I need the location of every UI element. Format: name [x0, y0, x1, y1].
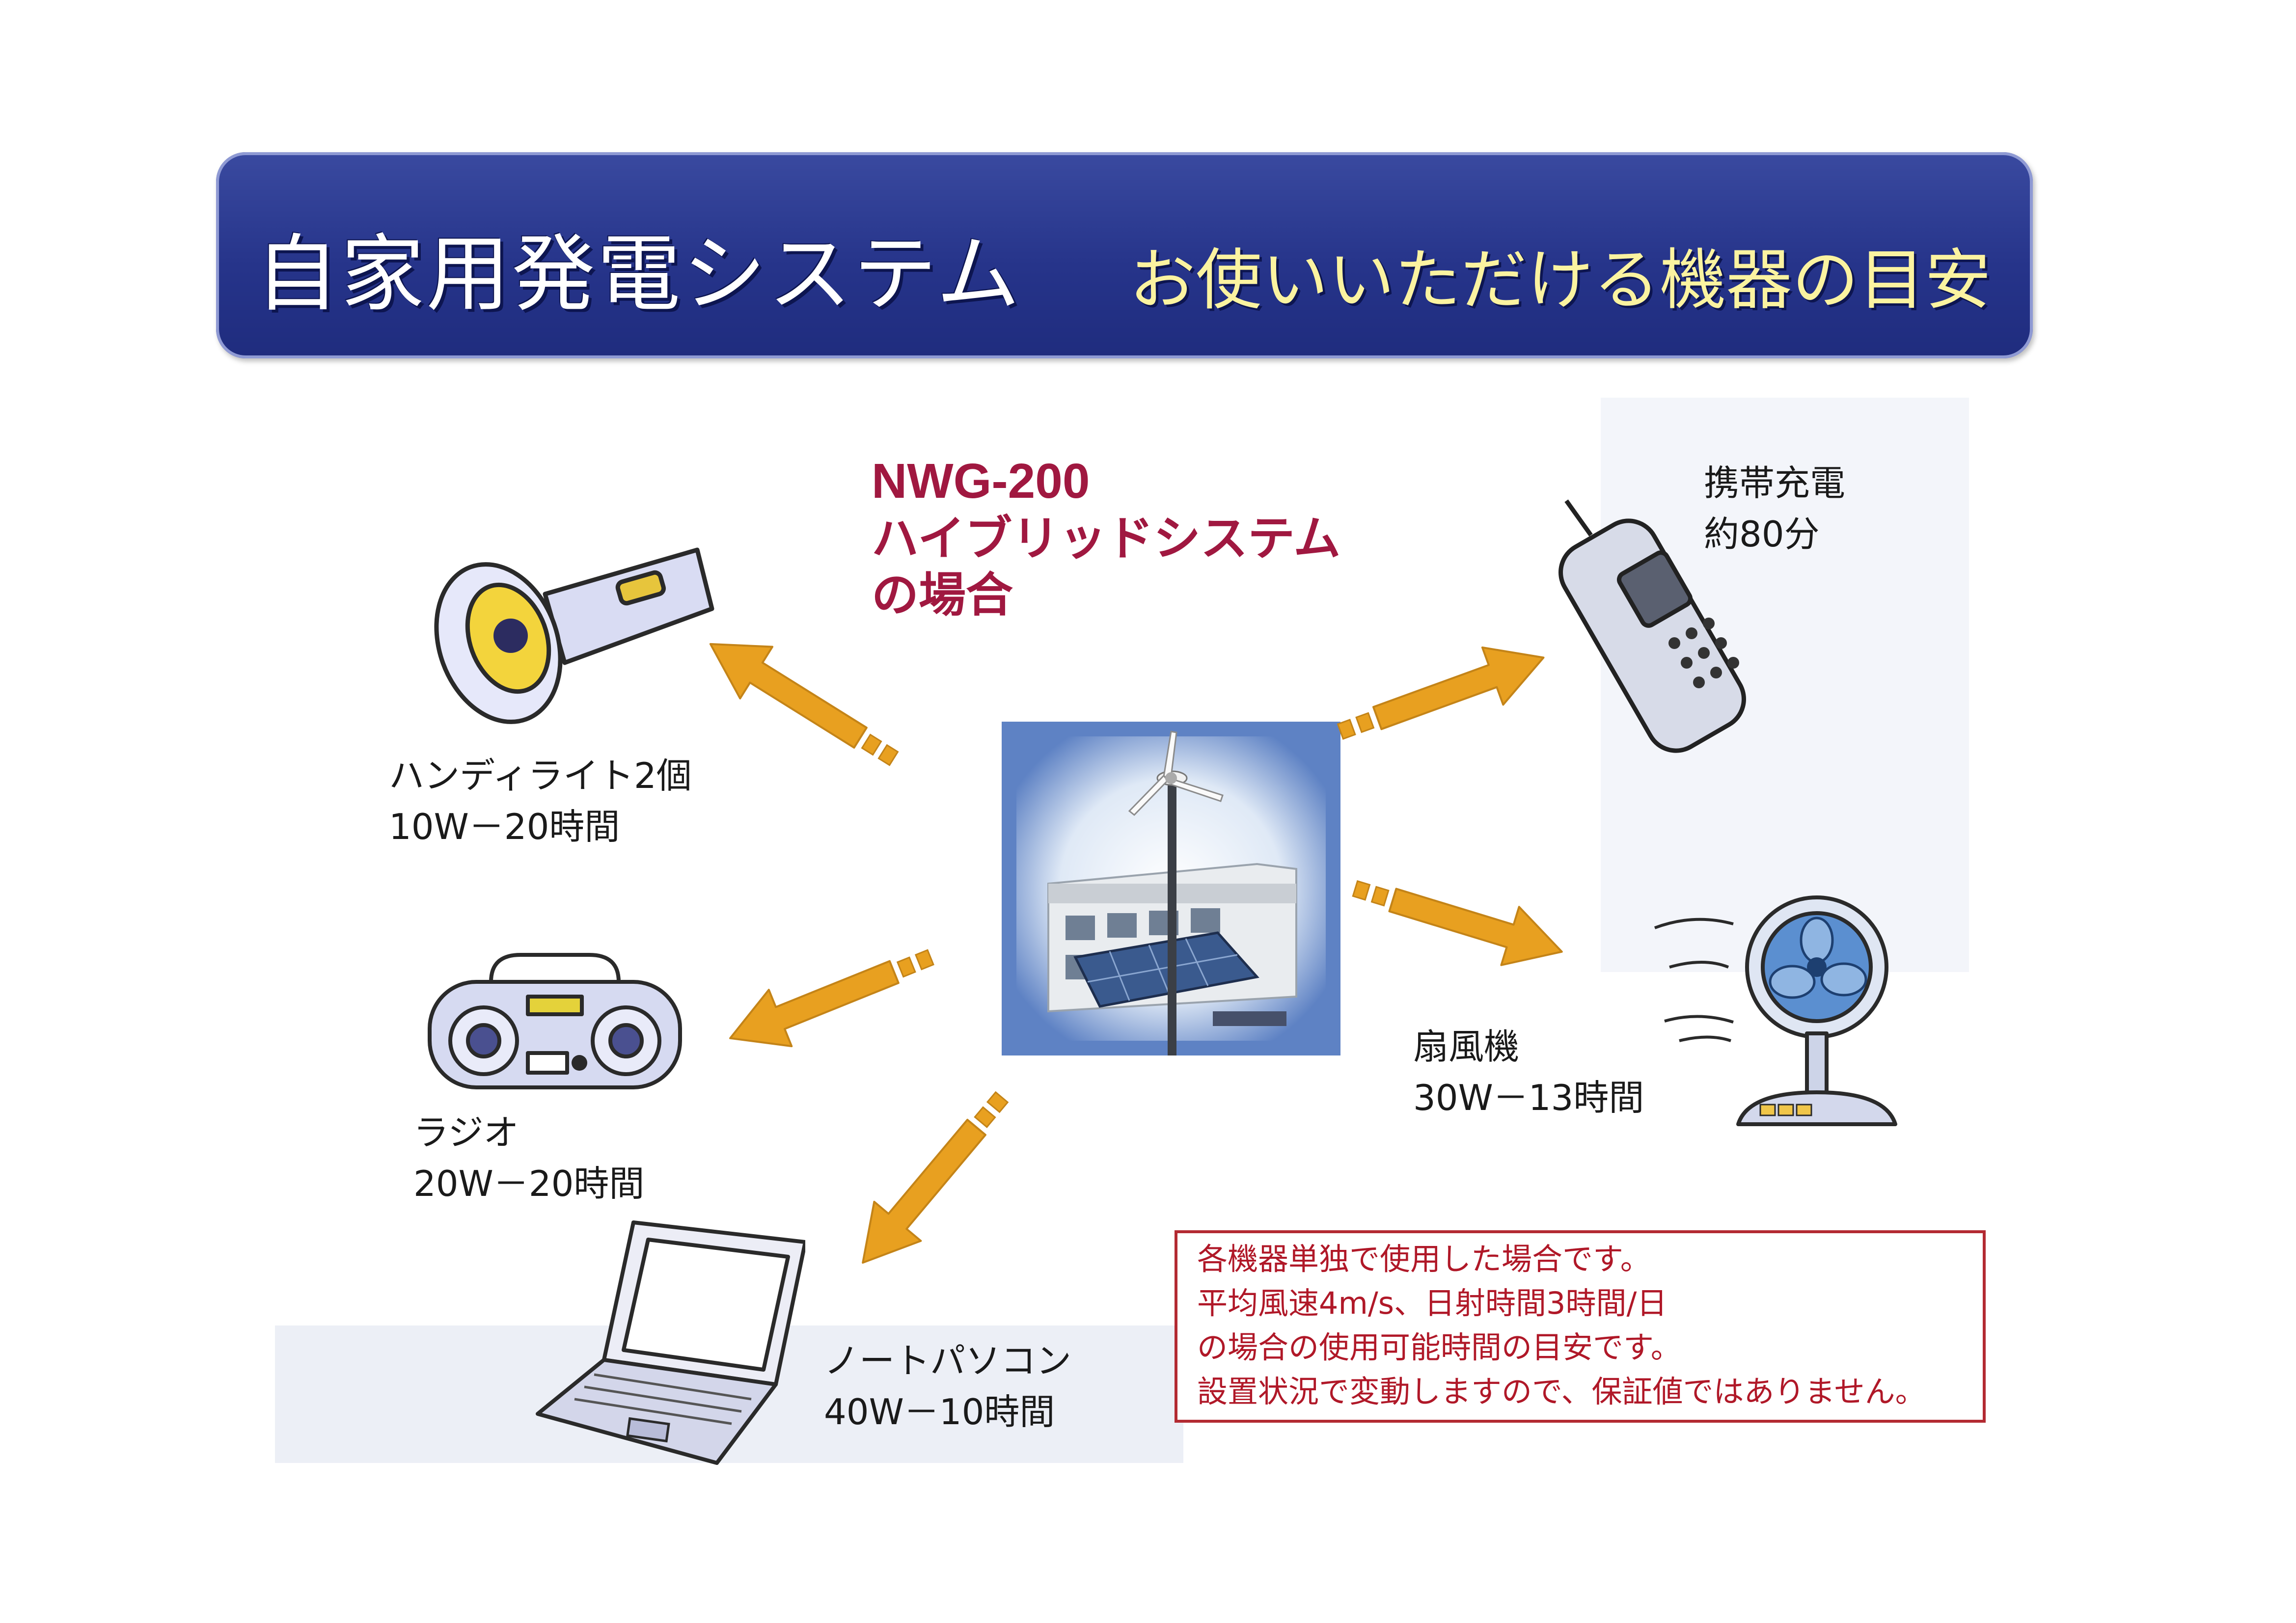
- disclaimer-box: [1175, 1230, 1986, 1423]
- light-label: ハンディライト2個 10W－20時間: [389, 750, 692, 853]
- radio-label: ラジオ 20W－20時間: [413, 1107, 644, 1210]
- radio-spec: 20W－20時間: [413, 1163, 645, 1205]
- arrow-to-fan: [1345, 858, 1572, 982]
- electric-fan-icon: [1654, 895, 1897, 1126]
- disclaimer-line-2: 平均風速4m/s、日射時間3時間/日: [1197, 1285, 1667, 1321]
- light-name: ハンディライト2個: [389, 755, 692, 796]
- laptop-spec: 40W－10時間: [824, 1391, 1055, 1433]
- phone-name: 携帯充電: [1704, 462, 1846, 504]
- model-name: NWG-200: [872, 454, 1090, 509]
- system-title: NWG-200 ハイブリッドシステム の場合: [872, 452, 1340, 623]
- laptop-name: ノートパソコン: [824, 1340, 1072, 1381]
- disclaimer-line-3: の場合の使用可能時間の目安です。: [1197, 1329, 1681, 1365]
- mobile-phone-icon: [1558, 499, 1746, 753]
- radio-name: ラジオ: [413, 1112, 519, 1153]
- arrow-to-phone: [1329, 628, 1555, 761]
- phone-label: 携帯充電 約80分: [1704, 458, 1845, 560]
- system-case: の場合: [872, 569, 1013, 622]
- laptop-icon: [536, 1220, 805, 1465]
- phone-spec: 約80分: [1704, 514, 1820, 555]
- radio-icon: [428, 953, 682, 1089]
- light-spec: 10W－20時間: [389, 806, 620, 848]
- system-type: ハイブリッドシステム: [872, 513, 1341, 565]
- fan-label: 扇風機 30W－13時間: [1413, 1021, 1644, 1124]
- disclaimer-line-4: 設置状況で変動しますので、保証値ではありません。: [1197, 1373, 1926, 1409]
- page-title: 自家用発電システム: [255, 226, 1022, 323]
- flashlight-icon: [434, 547, 714, 724]
- turbine-building-image: [1016, 730, 1326, 1055]
- laptop-label: ノートパソコン 40W－10時間: [824, 1335, 1071, 1438]
- system-photo: [1002, 722, 1340, 1055]
- page-subtitle: お使いいただける機器の目安: [1129, 242, 1991, 319]
- fan-spec: 30W－13時間: [1413, 1077, 1644, 1119]
- disclaimer-line-1: 各機器単独で使用した場合です。: [1197, 1241, 1651, 1277]
- header-banner: [216, 152, 2033, 358]
- arrow-to-radio: [717, 928, 943, 1068]
- fan-name: 扇風機: [1413, 1026, 1520, 1067]
- arrow-to-laptop: [838, 1077, 1026, 1283]
- disclaimer-text: 各機器単独で使用した場合です。 平均風速4m/s、日射時間3時間/日 の場合の使…: [1197, 1237, 1926, 1414]
